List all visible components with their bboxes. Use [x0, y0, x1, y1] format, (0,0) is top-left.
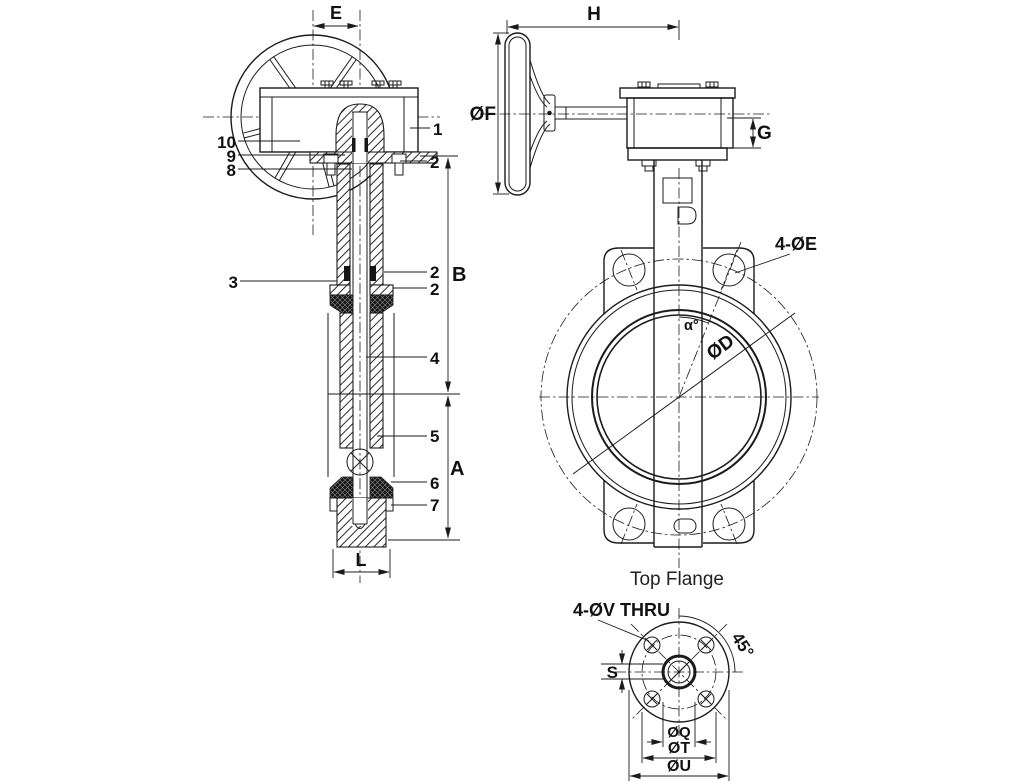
dim-H: H: [506, 4, 680, 40]
hole-angle-label: 45°: [728, 629, 758, 661]
body-neck: [653, 160, 703, 548]
part-2-lower-label: 2: [430, 280, 439, 299]
nameplate: [662, 177, 693, 204]
part-10-label: 10: [217, 133, 236, 152]
dim-q-label: ØQ: [667, 724, 691, 741]
hole-angle-arc: [678, 615, 736, 673]
part-8-label: 8: [227, 161, 236, 180]
handwheel-side: [504, 32, 556, 196]
input-shaft: [555, 106, 627, 120]
thru-holes-leader: [597, 619, 650, 642]
front-section-view: E B A L 1 2 10 9 8: [203, 3, 466, 583]
dim-Q-T-U: ØQ ØT ØU: [628, 690, 730, 781]
bolt-hole: [612, 253, 646, 287]
bolt-lugs: [603, 247, 755, 545]
lock-tab: [677, 206, 697, 225]
dim-e-label: E: [330, 3, 342, 23]
stem-seal-right: [370, 266, 376, 281]
gearbox-side-bolts: [637, 81, 719, 172]
dim-a-label: A: [450, 458, 464, 480]
lower-gland-right: [369, 476, 394, 499]
angle-arc: [678, 316, 709, 324]
top-flange-view: S 45° 4-ØV THRU ØQ ØT ØU: [573, 600, 758, 781]
dim-B-A: B A: [388, 155, 466, 541]
part-9-label: 9: [227, 147, 236, 166]
dim-h-label: H: [587, 4, 601, 25]
diameter-line: [572, 312, 796, 475]
stem-bore: [601, 654, 697, 690]
lower-gland-left: [329, 476, 354, 499]
part-callouts: 1 2 10 9 8 3 2 2 4 5 6 7: [217, 120, 442, 515]
thru-holes-label: 4-ØV THRU: [573, 600, 670, 620]
hole-diagonal-centerline: [678, 241, 742, 398]
gearbox-top-bolts: [320, 80, 402, 88]
dim-u-label: ØU: [667, 758, 691, 775]
part-7-label: 7: [430, 496, 439, 515]
bolt-pattern-label: 4-ØE: [775, 234, 817, 254]
dim-t-label: ØT: [668, 740, 690, 757]
upper-gland-left: [329, 294, 354, 314]
flange-outline: [628, 621, 730, 723]
flange-holes: [643, 636, 715, 708]
part-4-label: 4: [430, 349, 440, 368]
part-1-label: 1: [433, 120, 442, 139]
bolt-pattern-leader: [734, 253, 791, 274]
disc-hub: [346, 448, 374, 476]
bolt-hole: [612, 507, 646, 541]
dim-b-label: B: [452, 264, 466, 286]
dim-l-label: L: [356, 550, 367, 570]
body-tube: [327, 312, 460, 477]
disc-angle-label: α°: [684, 318, 699, 334]
step-ring-right: [369, 284, 394, 296]
bolt-circle: [641, 634, 717, 710]
bolt-hole: [712, 507, 746, 541]
gearbox-side: [619, 81, 736, 172]
part-2-top-label: 2: [430, 153, 439, 172]
part-6-label: 6: [430, 474, 439, 493]
dim-S: S: [607, 650, 625, 693]
upper-gland-right: [369, 294, 394, 314]
step-ring-left: [329, 284, 351, 296]
bottom-boss: [329, 497, 394, 548]
stem-dome: [335, 103, 385, 163]
side-view: H ØF G: [470, 4, 772, 196]
dim-G: G: [727, 117, 772, 149]
part-3-label: 3: [229, 273, 238, 292]
part-2-upper-label: 2: [430, 263, 439, 282]
dim-g-label: G: [757, 123, 772, 144]
dim-E: E: [313, 3, 359, 29]
dim-F: ØF: [470, 32, 509, 195]
dim-L: L: [332, 549, 391, 578]
part-5-label: 5: [430, 427, 439, 446]
dim-s-label: S: [607, 663, 618, 682]
dim-f-label: ØF: [470, 104, 496, 125]
bottom-notch: [673, 518, 697, 534]
front-view: ØD α° 4-ØE Top Flange: [539, 160, 819, 590]
stem-seal-left: [344, 266, 350, 281]
top-flange-caption: Top Flange: [630, 569, 724, 590]
